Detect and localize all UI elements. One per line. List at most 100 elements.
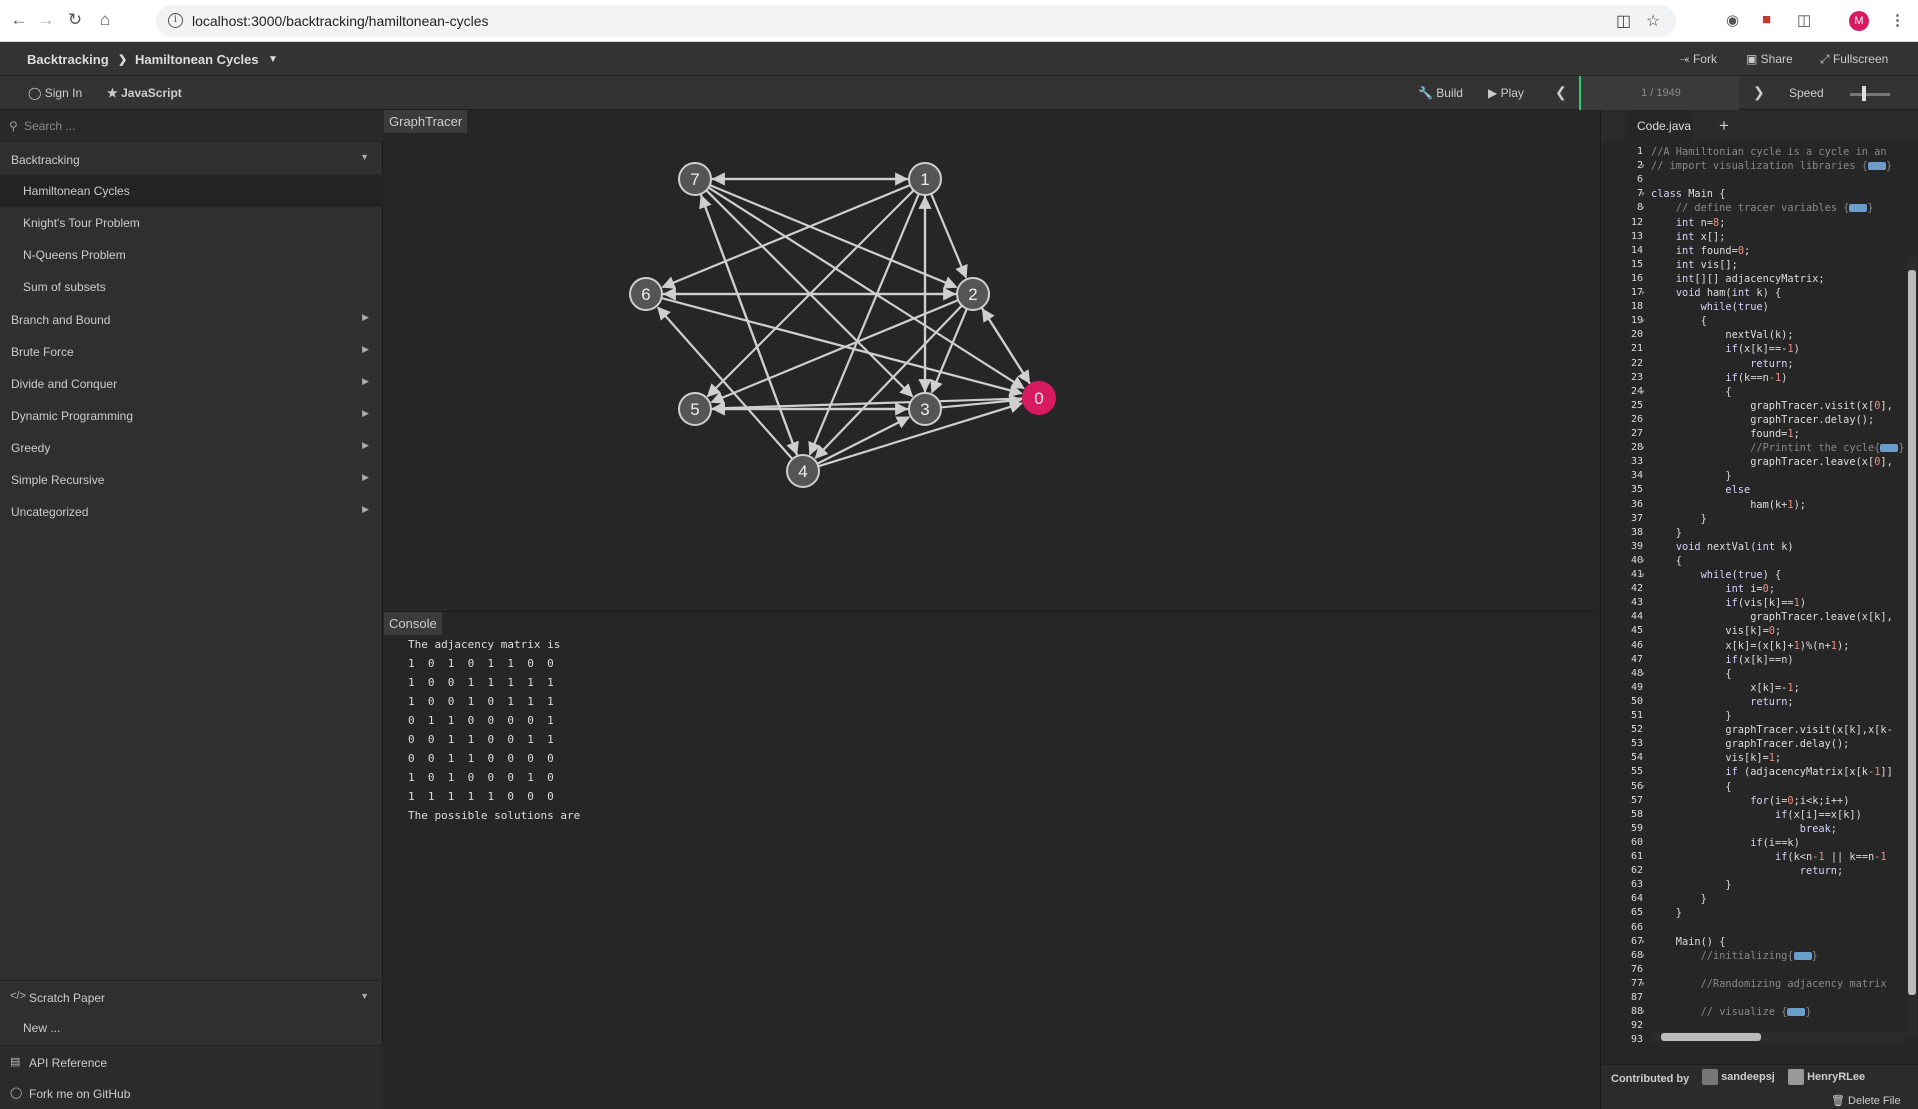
reload-icon[interactable]: ↻ <box>67 10 83 29</box>
sign-in-button[interactable]: ◯ Sign In <box>28 86 82 100</box>
language-button[interactable]: ★ JavaScript <box>107 86 182 100</box>
fold-toggle-icon[interactable]: ▾ <box>1641 557 1645 565</box>
speed-slider-handle[interactable] <box>1862 86 1866 101</box>
url-text[interactable]: localhost:3000/backtracking/hamiltonean-… <box>192 13 489 29</box>
extension-icon[interactable]: ◉ <box>1726 12 1740 29</box>
delete-file-button[interactable]: 🗑 Delete File <box>1831 1094 1901 1107</box>
fold-toggle-icon[interactable]: ▾ <box>1641 938 1645 946</box>
forward-arrow-icon[interactable]: → <box>37 10 55 29</box>
category-divide-and-conquer[interactable]: Divide and Conquer▶ <box>0 367 383 399</box>
home-icon[interactable]: ⌂ <box>99 10 111 29</box>
fork-icon: ⤛ <box>1680 52 1693 66</box>
fold-toggle-icon[interactable]: ▾ <box>1641 572 1645 579</box>
fullscreen-button[interactable]: ⤢ Fullscreen <box>1820 52 1888 67</box>
progress-text: 1 / 1949 <box>1641 87 1681 99</box>
site-info-icon[interactable]: i <box>168 13 183 28</box>
fold-toggle-icon[interactable]: ▾ <box>1641 205 1645 213</box>
share-button[interactable]: ▣ Share <box>1746 52 1793 66</box>
category-backtracking[interactable]: Backtracking▼ <box>0 143 383 175</box>
github-label: Fork me on GitHub <box>29 1087 131 1101</box>
search-input[interactable] <box>24 116 364 136</box>
new-scratch-button[interactable]: New ... <box>0 1012 383 1044</box>
sidebar-item-sum-of-subsets[interactable]: Sum of subsets <box>0 271 383 303</box>
line-number: 25 <box>1630 399 1643 411</box>
code-line: } <box>1651 907 1682 920</box>
fold-toggle-icon[interactable]: ▾ <box>1641 318 1645 326</box>
vertical-scrollbar-thumb[interactable] <box>1908 270 1916 995</box>
github-icon: ◯ <box>28 86 45 100</box>
graph-edge <box>817 400 1024 468</box>
fold-toggle-icon[interactable]: ▾ <box>1641 191 1645 199</box>
scratch-paper-header[interactable]: </>Scratch Paper▼ <box>0 980 383 1012</box>
fork-button[interactable]: ⤛ Fork <box>1680 52 1717 67</box>
contributor-sandeepsj[interactable]: sandeepsj <box>1702 1069 1775 1085</box>
category-greedy[interactable]: Greedy▶ <box>0 431 383 463</box>
code-line: { <box>1651 667 1732 680</box>
code-line: int x[]; <box>1675 230 1726 243</box>
fold-toggle-icon[interactable]: ▾ <box>1641 388 1645 396</box>
title-dropdown-icon[interactable]: ▼ <box>268 54 278 65</box>
sidebar-item-hamiltonean-cycles[interactable]: Hamiltonean Cycles <box>0 175 383 207</box>
sidebar-item-n-queens[interactable]: N-Queens Problem <box>0 239 383 271</box>
play-button[interactable]: ▶ Play <box>1488 86 1524 100</box>
code-line: graphTracer.visit(x[k],x[k- <box>1651 724 1893 737</box>
console-line: 1 0 1 0 1 1 0 0 <box>408 657 554 670</box>
install-app-icon[interactable]: ◫ <box>1616 13 1632 30</box>
github-link[interactable]: ◯Fork me on GitHub <box>0 1077 383 1109</box>
folded-code-icon[interactable] <box>1849 204 1868 213</box>
progress-bar[interactable]: 1 / 1949 <box>1579 76 1739 110</box>
language-label: JavaScript <box>121 86 182 100</box>
fold-toggle-icon[interactable]: ▾ <box>1641 952 1645 960</box>
back-arrow-icon[interactable]: ← <box>10 10 28 29</box>
address-bar[interactable]: i localhost:3000/backtracking/hamiltonea… <box>156 5 1676 37</box>
code-line: int n=8; <box>1675 216 1726 229</box>
fold-toggle-icon[interactable]: ▾ <box>1641 290 1645 297</box>
horizontal-scrollbar[interactable] <box>1651 1032 1905 1042</box>
profile-avatar[interactable]: M <box>1849 11 1869 31</box>
contributor-henryrlee[interactable]: HenryRLee <box>1788 1069 1865 1085</box>
browser-menu-icon[interactable]: ⋮ <box>1890 12 1905 29</box>
category-simple-recursive[interactable]: Simple Recursive▶ <box>0 463 383 495</box>
horizontal-scrollbar-thumb[interactable] <box>1661 1033 1761 1041</box>
folded-code-icon[interactable] <box>1880 444 1899 453</box>
caret-right-icon: ▶ <box>362 312 369 322</box>
tab-code-java[interactable]: Code.java <box>1625 110 1693 142</box>
fold-toggle-icon[interactable]: ▾ <box>1641 980 1645 988</box>
code-line: if(x[k]==n) <box>1725 653 1794 666</box>
speed-slider[interactable] <box>1850 93 1890 96</box>
folded-code-icon[interactable] <box>1867 162 1886 171</box>
graph-edge <box>657 306 794 460</box>
breadcrumb-title[interactable]: Hamiltonean Cycles <box>135 52 259 67</box>
line-number: 59 <box>1630 822 1643 834</box>
category-dynamic-programming[interactable]: Dynamic Programming▶ <box>0 399 383 431</box>
fold-toggle-icon[interactable]: ▾ <box>1641 670 1645 678</box>
fold-toggle-icon[interactable]: ▾ <box>1641 445 1645 453</box>
code-area[interactable]: //A Hamiltonian cycle is a cycle in an//… <box>1651 142 1906 1032</box>
folded-code-icon[interactable] <box>1793 951 1812 960</box>
category-uncategorized[interactable]: Uncategorized▶ <box>0 495 383 527</box>
sidebar-item-knights-tour[interactable]: Knight's Tour Problem <box>0 207 383 239</box>
api-reference-link[interactable]: ▤API Reference <box>0 1045 383 1077</box>
contributors-bar: Contributed by sandeepsj HenryRLee 🗑 Del… <box>1601 1064 1918 1109</box>
fold-toggle-icon[interactable]: ▾ <box>1641 783 1645 791</box>
graph-node <box>1022 381 1056 415</box>
code-line: } <box>1651 710 1732 722</box>
category-brute-force[interactable]: Brute Force▶ <box>0 335 383 367</box>
folded-code-icon[interactable] <box>1787 1008 1806 1017</box>
fold-toggle-icon[interactable]: ▾ <box>1641 1009 1645 1017</box>
line-number: 15 <box>1630 258 1643 270</box>
prev-step-button[interactable]: ❮ <box>1555 84 1567 100</box>
extensions-puzzle-icon[interactable]: ◫ <box>1797 12 1812 29</box>
pdf-extension-icon[interactable]: ■ <box>1762 11 1772 28</box>
line-number: 17 <box>1630 287 1643 298</box>
breadcrumb-category[interactable]: Backtracking <box>27 52 109 67</box>
delete-file-label: Delete File <box>1848 1095 1901 1107</box>
code-line: graphTracer.delay(); <box>1651 413 1875 426</box>
next-step-button[interactable]: ❯ <box>1753 84 1765 100</box>
code-line: if (adjacencyMatrix[x[k-1]] <box>1725 766 1893 779</box>
category-branch-and-bound[interactable]: Branch and Bound▶ <box>0 303 383 335</box>
bookmark-star-icon[interactable]: ☆ <box>1646 13 1661 30</box>
add-file-button[interactable]: + <box>1719 116 1729 135</box>
build-button[interactable]: 🔧 Build <box>1418 86 1463 100</box>
fold-toggle-icon[interactable]: ▾ <box>1641 163 1645 171</box>
